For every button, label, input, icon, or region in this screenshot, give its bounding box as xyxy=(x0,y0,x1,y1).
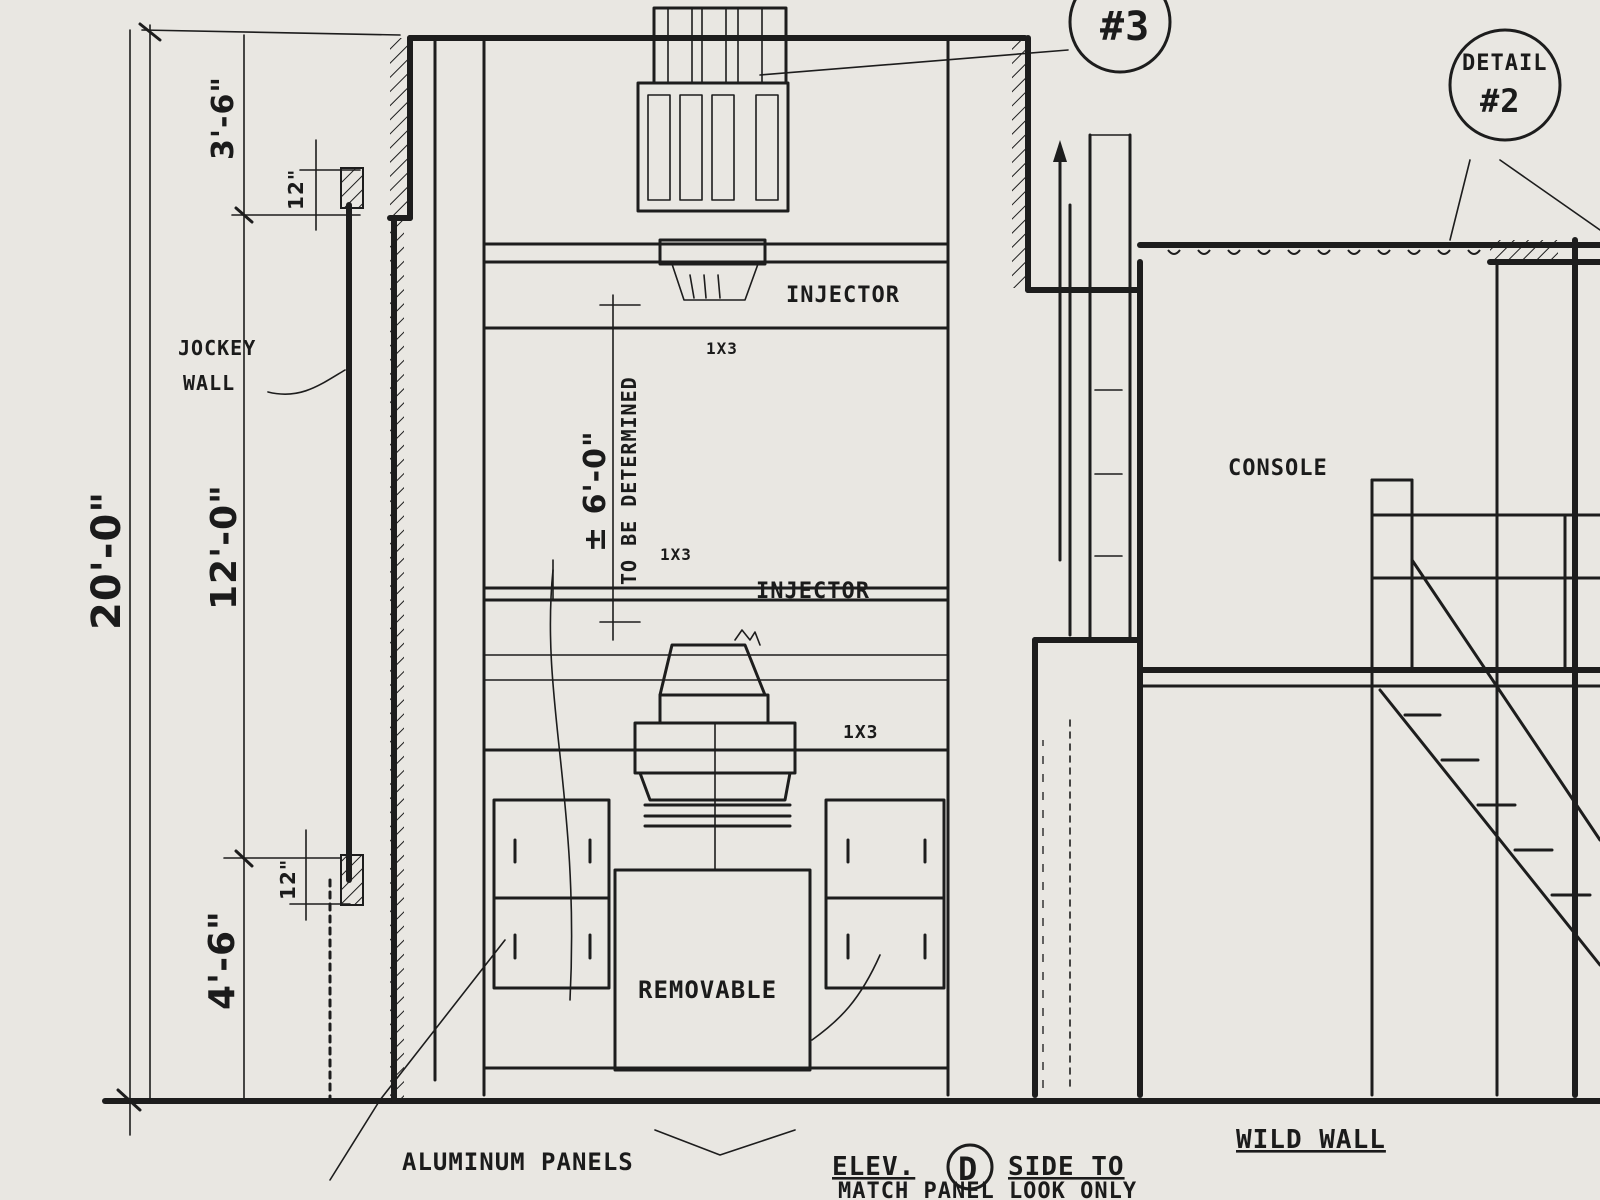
aluminum-panels-label: ALUMINUM PANELS xyxy=(402,1148,634,1176)
upper-dimension: 3'-6" xyxy=(206,76,241,160)
jockey-label: JOCKEY xyxy=(178,336,256,360)
elev-tag-circle xyxy=(946,1143,994,1191)
detail-callout-3: #3 xyxy=(759,0,1172,76)
annotations: JOCKEY WALL INJECTOR 1X3 INJECTOR 1X3 1X… xyxy=(178,283,1386,1200)
dimension-lines xyxy=(116,22,641,1136)
jockey-wall xyxy=(267,167,364,1102)
detail-callout-3-text: #3 xyxy=(1100,4,1150,50)
elev-prefix-label: ELEV. xyxy=(832,1152,915,1182)
to-be-determined-label: TO BE DETERMINED xyxy=(617,376,641,585)
side-to-label: SIDE TO xyxy=(1008,1152,1125,1182)
cabinet-panels xyxy=(329,559,946,1181)
top-small-dimension: 12" xyxy=(284,169,308,210)
lumber-upper-label: 1X3 xyxy=(706,339,738,358)
middle-dimension: 12'-0" xyxy=(204,484,245,610)
injector-height-dimension: ± 6'-0" xyxy=(578,430,613,552)
dimension-labels: 20'-0" 3'-6" 12'-0" 4'-6" 12" 12" ± 6'-0… xyxy=(84,76,641,1010)
match-panel-label: MATCH PANEL LOOK ONLY xyxy=(838,1179,1137,1200)
injector-lower-label: INJECTOR xyxy=(756,579,870,604)
lower-dimension: 4'-6" xyxy=(202,910,243,1010)
detail-callout-2-number: #2 xyxy=(1480,82,1521,120)
wall-label: WALL xyxy=(183,371,235,395)
overall-dimension: 20'-0" xyxy=(84,491,130,630)
lumber-lower-label: 1X3 xyxy=(843,722,879,743)
elev-tag-label: D xyxy=(958,1150,978,1188)
booth-rails xyxy=(482,242,950,1070)
detail-callout-2: DETAIL #2 xyxy=(1448,28,1562,142)
lumber-middle-label: 1X3 xyxy=(660,545,692,564)
console-section xyxy=(1137,159,1600,1098)
removable-label: REMOVABLE xyxy=(638,976,777,1004)
aluminum-panels-leader xyxy=(654,1129,796,1156)
console-label: CONSOLE xyxy=(1228,456,1328,481)
lower-injector-unit xyxy=(613,629,812,1072)
wild-wall-label: WILD WALL xyxy=(1236,1125,1386,1155)
ladder-chase xyxy=(1025,133,1143,1098)
upper-injector-unit xyxy=(636,6,790,301)
injector-upper-label: INJECTOR xyxy=(786,283,900,308)
detail-callout-2-word: DETAIL xyxy=(1462,51,1547,76)
bottom-small-dimension: 12" xyxy=(276,859,300,900)
main-wall xyxy=(387,35,1031,1103)
